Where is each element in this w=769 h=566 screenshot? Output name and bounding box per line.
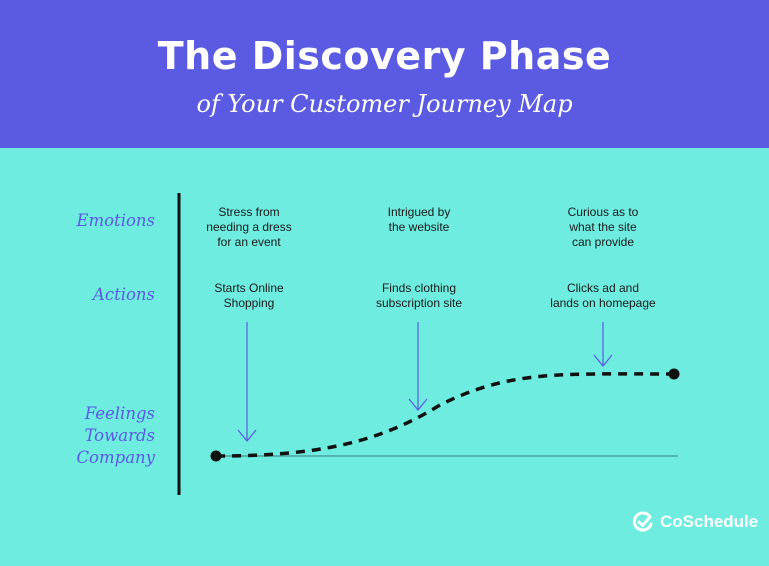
- text-line: for an event: [217, 235, 281, 249]
- start-point: [210, 450, 222, 462]
- brand-logo: CoSchedule: [632, 511, 758, 533]
- stage-2-emotion: Intrigued by the website: [339, 205, 499, 235]
- text-line: Intrigued by: [387, 205, 451, 219]
- feelings-label-line: Towards: [84, 426, 155, 445]
- stage-2-action: Finds clothing subscription site: [339, 281, 499, 311]
- arrow-stage-2: [408, 322, 428, 411]
- arrow-stage-1: [237, 322, 257, 442]
- arrow-head: [408, 398, 428, 411]
- brand-name: CoSchedule: [660, 512, 759, 531]
- feelings-curve: [215, 372, 675, 458]
- text-line: Finds clothing: [381, 281, 457, 295]
- feelings-label-line: Feelings: [84, 404, 155, 423]
- arrow-head: [237, 429, 257, 442]
- text-line: Stress from: [218, 205, 280, 219]
- text-line: Curious as to: [567, 205, 639, 219]
- feelings-row-label: Feelings Towards Company: [76, 403, 155, 469]
- stage-1-action: Starts Online Shopping: [169, 281, 329, 311]
- coschedule-check-icon: [632, 511, 653, 532]
- text-line: subscription site: [375, 296, 463, 310]
- page-subtitle: of Your Customer Journey Map: [196, 90, 573, 118]
- feelings-label-line: Company: [76, 448, 155, 467]
- stage-3-action: Clicks ad and lands on homepage: [523, 281, 683, 311]
- text-line: what the site: [569, 220, 637, 234]
- text-line: Starts Online: [214, 281, 284, 295]
- page-title: The Discovery Phase: [157, 34, 612, 78]
- text-line: needing a dress: [206, 220, 292, 234]
- stage-3-emotion: Curious as to what the site can provide: [523, 205, 683, 250]
- actions-row-label: Actions: [92, 285, 155, 304]
- stage-1-emotion: Stress from needing a dress for an event: [169, 205, 329, 250]
- end-point: [668, 368, 680, 380]
- text-line: the website: [388, 220, 450, 234]
- arrow-stage-3: [593, 322, 613, 367]
- header-banner: The Discovery Phase of Your Customer Jou…: [0, 0, 769, 148]
- text-line: lands on homepage: [550, 296, 656, 310]
- text-line: Shopping: [223, 296, 275, 310]
- emotions-row-label: Emotions: [76, 211, 155, 230]
- text-line: can provide: [571, 235, 635, 249]
- text-line: Clicks ad and: [566, 281, 640, 295]
- arrow-head: [593, 354, 613, 367]
